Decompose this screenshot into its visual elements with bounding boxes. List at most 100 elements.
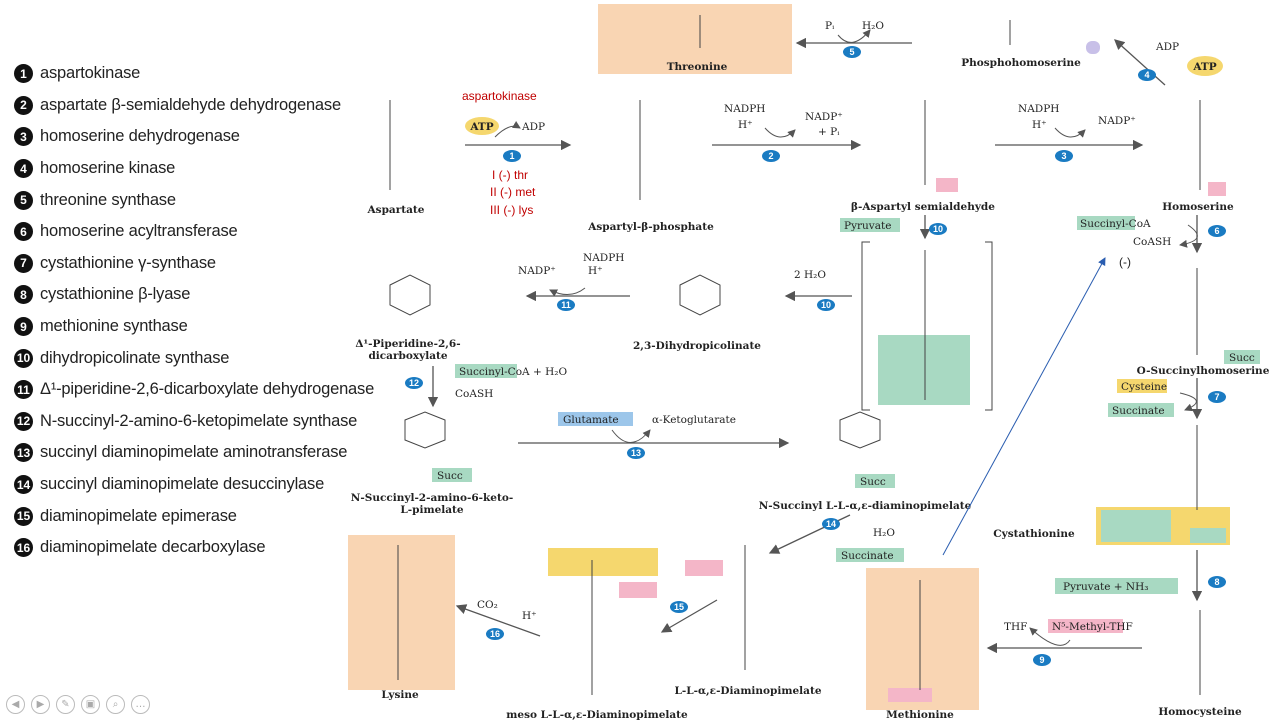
step-badge [822, 518, 840, 530]
succinate-label-7: Succinate [1112, 405, 1165, 417]
succ-label-dap: Succ [860, 476, 886, 488]
step-badge [817, 299, 835, 311]
arrow-step-15 [660, 599, 718, 633]
feedback-inhibition-arrow [942, 257, 1106, 556]
succinyl-dap-label: N-Succinyl L-L-α,ε-diaminopimelate [759, 500, 972, 512]
legend-item: 5 threonine synthase [14, 184, 354, 216]
pyruvate-label: Pyruvate [844, 220, 891, 232]
inhibition-met: II (-) met [490, 185, 536, 199]
adp-label-1: ADP [521, 121, 545, 133]
curl-step-2 [764, 127, 796, 138]
h-label-11: H⁺ [588, 265, 603, 277]
zoom-icon[interactable]: ⌕ [106, 695, 125, 714]
inhibition-lys: III (-) lys [490, 203, 533, 217]
cystathionine-label: Cystathionine [993, 528, 1075, 540]
nadp-label-3: NADP⁺ [1098, 115, 1136, 127]
next-slide-button[interactable]: ▶ [31, 695, 50, 714]
step-number: 10 [933, 224, 943, 234]
curl-step-3 [1054, 127, 1086, 138]
atp-label-1: ATP [469, 121, 493, 133]
legend-number: 2 [14, 95, 33, 115]
pen-icon[interactable]: ✎ [56, 695, 75, 714]
succ-badge-dap [855, 474, 895, 488]
pyruvate-moiety-highlight [878, 335, 970, 405]
step-badge [1208, 225, 1226, 237]
succ-badge-ketopimelate [432, 468, 472, 482]
step-number: 16 [490, 629, 500, 639]
legend-label: aspartate β-semialdehyde dehydrogenase [40, 95, 341, 114]
curl-step-5 [837, 29, 871, 43]
ketopimelate-ring [404, 411, 446, 449]
step-number: 12 [409, 378, 419, 388]
h-label-16: H⁺ [522, 610, 537, 622]
coash-label-12: CoASH [455, 388, 493, 400]
curl-step-13 [611, 429, 651, 443]
step-badge [1208, 576, 1226, 588]
step-badge [670, 601, 688, 613]
succ-dap-ring [839, 411, 881, 449]
ll-dap-label: L-L-α,ε-Diaminopimelate [674, 685, 821, 697]
aspartate-label: Aspartate [367, 204, 425, 216]
legend-label: succinyl diaminopimelate desuccinylase [40, 475, 325, 494]
curl-step-6 [1179, 224, 1198, 248]
step-badge [557, 299, 575, 311]
legend-number: 15 [14, 506, 33, 526]
h-label-2: H⁺ [738, 119, 753, 131]
cysteine-badge [1117, 379, 1167, 393]
succinate-badge-14 [836, 548, 904, 562]
meso-dap-label: meso L-L-α,ε-Diaminopimelate [506, 709, 688, 720]
homocysteine-label: Homocysteine [1158, 706, 1242, 718]
nadp-label-11: NADP⁺ [518, 265, 556, 277]
atp-badge-4 [1187, 56, 1223, 76]
methyl-highlight [888, 688, 932, 702]
legend-number: 9 [14, 317, 33, 337]
nadph-label-3: NADPH [1018, 103, 1059, 115]
legend-number: 3 [14, 127, 33, 147]
legend-item: 16 diaminopimelate decarboxylase [14, 532, 354, 564]
step-badge [1208, 391, 1226, 403]
thf-label: THF [1004, 621, 1027, 633]
step-badge [929, 223, 947, 235]
homoserine-label: Homoserine [1162, 201, 1234, 213]
step-number: 10 [821, 300, 831, 310]
legend-item: 10 dihydropicolinate synthase [14, 342, 354, 374]
methionine-highlight [866, 568, 979, 710]
slides-icon[interactable]: ▣ [81, 695, 100, 714]
legend-label: succinyl diaminopimelate aminotransferas… [40, 443, 348, 462]
succ-badge-homoserine [1224, 350, 1260, 364]
lysine-label: Lysine [381, 689, 419, 701]
more-icon[interactable]: … [131, 695, 150, 714]
aspartokinase-annotation: aspartokinase [462, 89, 537, 103]
glutamate-badge [558, 412, 633, 426]
step-number: 6 [1214, 226, 1219, 236]
legend-label: methionine synthase [40, 317, 188, 336]
legend-number: 16 [14, 538, 33, 558]
dihydropicolinate-ring [679, 274, 721, 316]
legend-number: 5 [14, 190, 33, 210]
legend-label: diaminopimelate decarboxylase [40, 538, 266, 557]
legend-label: threonine synthase [40, 190, 176, 209]
step-badge [627, 447, 645, 459]
succinylcoa-badge-12 [455, 364, 517, 378]
h2o-label-10: 2 H₂O [794, 269, 826, 281]
pyruvate-badge [840, 218, 900, 232]
legend-number: 10 [14, 348, 33, 368]
curl-step-7 [1179, 392, 1197, 412]
step-number: 15 [674, 602, 684, 612]
h2o-label-5: H₂O [862, 20, 884, 32]
h-label-3: H⁺ [1032, 119, 1047, 131]
legend-label: dihydropicolinate synthase [40, 348, 230, 367]
step-number: 9 [1039, 655, 1044, 665]
nadp-label-2: NADP⁺ [805, 111, 843, 123]
adp-label-4: ADP [1155, 41, 1179, 53]
prev-slide-button[interactable]: ◀ [6, 695, 25, 714]
